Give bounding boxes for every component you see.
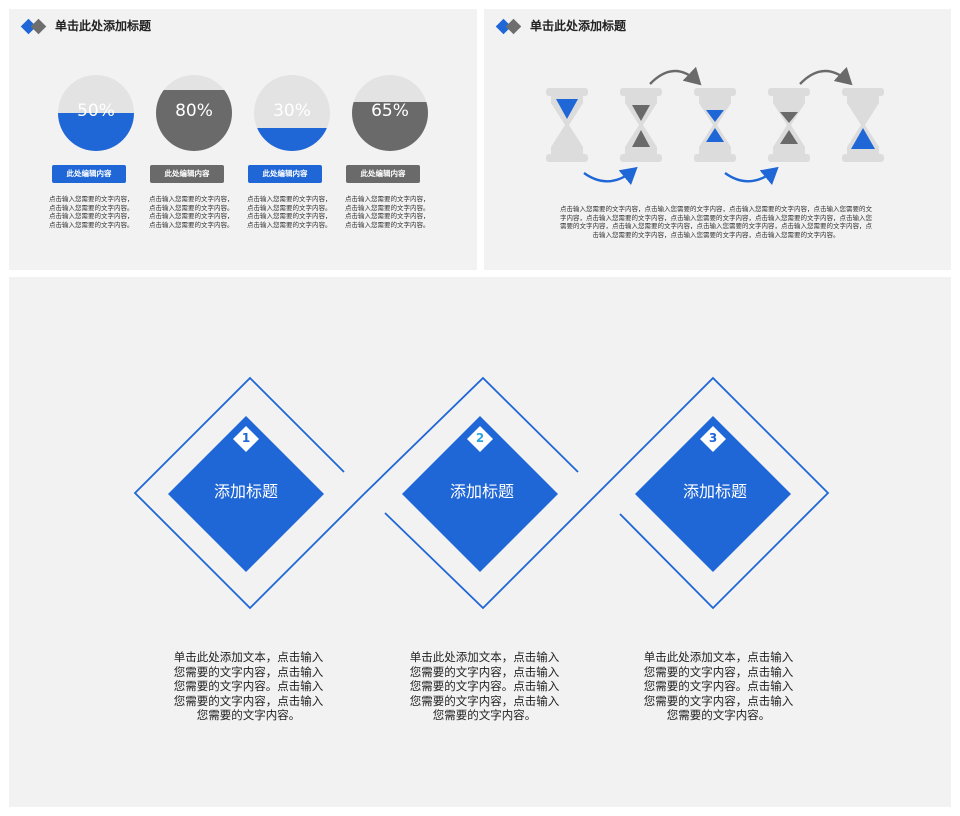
hourglass-sequence [546, 66, 884, 186]
diamond-steps-slide: 1 2 3 添加标题 添加标题 添加标题 单击此处添加文本，点击输入 您需要的文… [9, 277, 951, 807]
diamond-logo-icon [20, 18, 49, 34]
progress-fill [352, 101, 428, 151]
step-description: 单击此处添加文本，点击输入 您需要的文字内容，点击输入 您需要的文字内容。点击输… [173, 650, 324, 723]
edit-content-button[interactable]: 此处编辑内容 [150, 165, 224, 183]
number-badge [467, 426, 493, 452]
slide-header: 单击此处添加标题 [495, 17, 627, 34]
edit-content-button[interactable]: 此处编辑内容 [248, 165, 322, 183]
progress-item-1: 50% 此处编辑内容 点击输入您需要的文字内容， 点击输入您需要的文字内容。 点… [49, 75, 141, 229]
step-diamond [168, 416, 324, 572]
progress-circle: 30% [254, 75, 330, 151]
hourglass-icon [842, 88, 884, 162]
step-description: 单击此处添加文本，点击输入 您需要的文字内容，点击输入 您需要的文字内容。点击输… [643, 650, 794, 723]
progress-item-2: 80% 此处编辑内容 点击输入您需要的文字内容， 点击输入您需要的文字内容。 点… [149, 75, 239, 229]
arrow-blue-icon [583, 166, 638, 186]
progress-fill [156, 90, 232, 151]
percent-label: 80% [175, 101, 213, 121]
hourglass-description: 点击输入您需要的文字内容，点击输入您需要的文字内容，点击输入您需要的文字内容，点… [560, 205, 872, 239]
step-title: 添加标题 [682, 482, 747, 501]
progress-fill [58, 113, 134, 151]
progress-circle: 80% [156, 75, 232, 151]
diamond-frames [133, 376, 830, 610]
arrow-gray-icon [799, 66, 853, 86]
progress-circles-slide: 单击此处添加标题 50% 此处编辑内容 点击输入您需要的文字内容， 点击输入您需… [9, 9, 477, 270]
hourglass-icon [694, 88, 736, 162]
number-badge [233, 426, 259, 452]
step-diamond [402, 416, 558, 572]
arrow-gray-icon [649, 66, 702, 86]
percent-label: 30% [273, 101, 311, 121]
step-title: 添加标题 [213, 482, 278, 501]
progress-fill [254, 128, 330, 151]
hourglass-icon [768, 88, 810, 162]
progress-circle: 50% [58, 75, 134, 151]
step-diamond [635, 416, 791, 572]
hourglass-icon [546, 88, 588, 162]
edit-content-button[interactable]: 此处编辑内容 [346, 165, 420, 183]
progress-circle: 65% [352, 75, 428, 151]
step-number: 2 [475, 431, 485, 445]
arrow-blue-icon [724, 166, 779, 186]
edit-content-button[interactable]: 此处编辑内容 [52, 165, 126, 183]
item-description: 点击输入您需要的文字内容， 点击输入您需要的文字内容。 点击输入您需要的文字内容… [247, 195, 332, 229]
hourglass-slide: 单击此处添加标题 [484, 9, 951, 270]
diamond-outline [133, 376, 365, 610]
slide-title: 单击此处添加标题 [530, 19, 627, 33]
step-title: 添加标题 [449, 482, 514, 501]
step-number: 3 [708, 431, 718, 445]
progress-item-3: 30% 此处编辑内容 点击输入您需要的文字内容， 点击输入您需要的文字内容。 点… [247, 75, 337, 229]
slide-header: 单击此处添加标题 [20, 17, 152, 34]
item-description: 点击输入您需要的文字内容， 点击输入您需要的文字内容。 点击输入您需要的文字内容… [49, 195, 134, 229]
diamond-outline [363, 376, 579, 495]
step-description: 单击此处添加文本，点击输入 您需要的文字内容，点击输入 您需要的文字内容。点击输… [409, 650, 560, 723]
percent-label: 50% [77, 101, 115, 121]
slide-title: 单击此处添加标题 [55, 19, 152, 33]
item-description: 点击输入您需要的文字内容， 点击输入您需要的文字内容。 点击输入您需要的文字内容… [149, 195, 234, 229]
step-number: 1 [241, 431, 251, 445]
percent-label: 65% [371, 101, 409, 121]
progress-item-4: 65% 此处编辑内容 点击输入您需要的文字内容， 点击输入您需要的文字内容。 点… [345, 75, 435, 229]
diamond-outline [597, 376, 830, 610]
item-description: 点击输入您需要的文字内容， 点击输入您需要的文字内容。 点击输入您需要的文字内容… [345, 195, 430, 229]
diamond-outline [384, 492, 599, 610]
hourglass-icon [620, 88, 662, 162]
number-badge [700, 426, 726, 452]
